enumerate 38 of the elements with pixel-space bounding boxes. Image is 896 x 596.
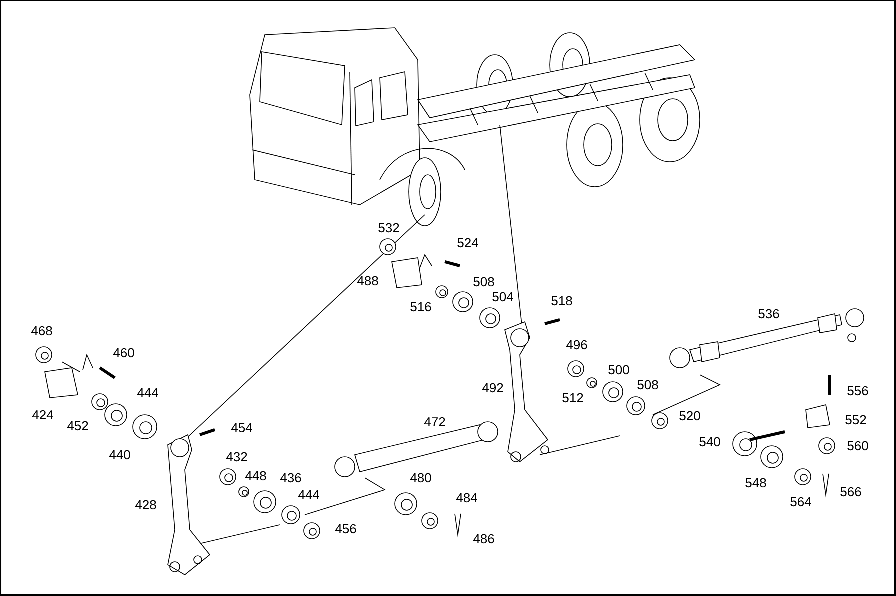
- callout-number: 540: [700, 437, 720, 447]
- callout-number: 480: [410, 473, 432, 483]
- callout-number: 518: [552, 296, 572, 306]
- callout-number: 500: [608, 365, 630, 375]
- callout-number: 454: [231, 423, 252, 433]
- callout-number: 452: [67, 421, 88, 431]
- callout-number: 516: [410, 302, 432, 312]
- callout-number: 504: [492, 292, 514, 302]
- callout-number: 532: [378, 223, 400, 233]
- callout-number: 472: [424, 417, 446, 427]
- callout-number: 488: [357, 276, 378, 286]
- callout-number: 484: [456, 493, 478, 503]
- callout-number: 496: [566, 340, 588, 350]
- callout-number: 564: [790, 497, 812, 507]
- callout-number: 556: [848, 386, 868, 396]
- callout-number: 436: [280, 473, 302, 483]
- callout-number: 444: [137, 388, 158, 398]
- callout-number: 536: [758, 309, 780, 319]
- callout-number: 468: [31, 326, 52, 336]
- callout-number: 486: [473, 534, 494, 544]
- callout-number: 520: [680, 411, 700, 421]
- callout-number: 566: [840, 487, 862, 497]
- callout-number: 428: [135, 500, 156, 510]
- callout-number: 552: [846, 415, 866, 425]
- callout-number: 448: [245, 471, 266, 481]
- callout-number: 432: [226, 452, 248, 462]
- callout-number: 524: [458, 238, 478, 248]
- callout-number: 492: [482, 383, 504, 393]
- callout-number: 440: [109, 450, 130, 460]
- callout-number: 444: [298, 490, 320, 500]
- callout-number: 508: [474, 277, 494, 287]
- callout-number: 560: [848, 441, 868, 451]
- callout-number: 424: [32, 410, 54, 420]
- callout-number: 456: [335, 524, 356, 534]
- callout-number: 460: [113, 348, 134, 358]
- callout-number: 548: [746, 478, 766, 488]
- callout-number: 512: [562, 393, 584, 403]
- callout-number: 508: [638, 380, 658, 390]
